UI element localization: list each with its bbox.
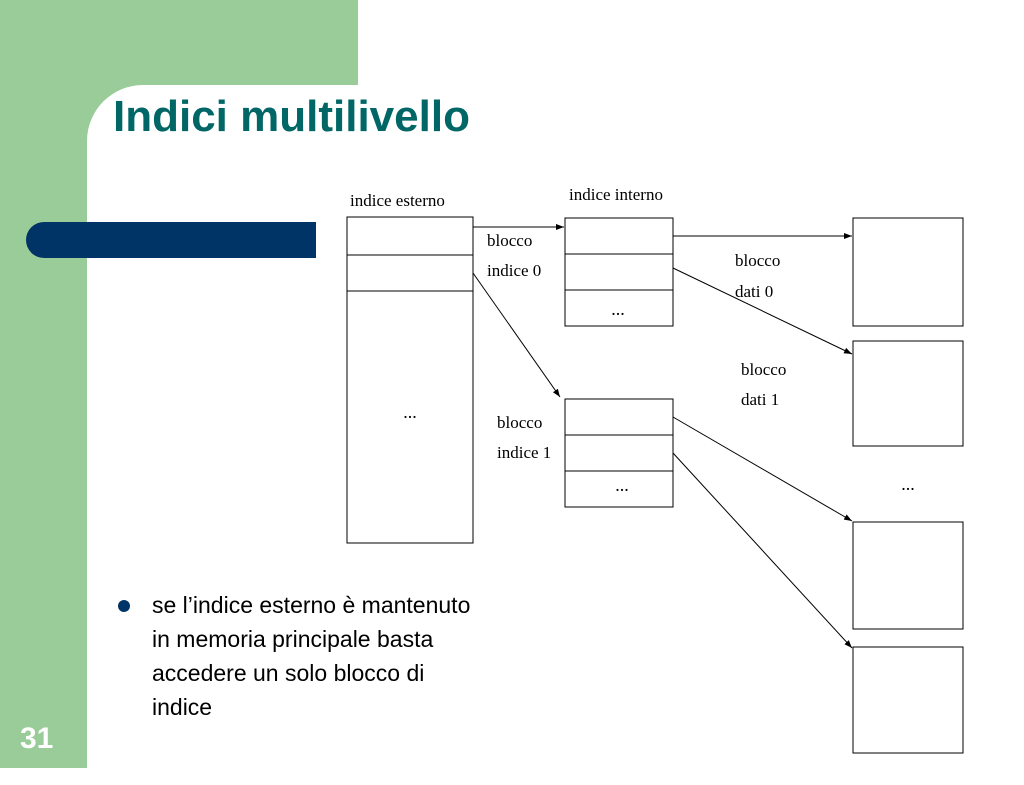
data-block-1-label-line2: dati 1	[741, 390, 779, 409]
outer-index: indice esterno ...	[346, 191, 474, 544]
index-block-1: ... blocco indice 1	[497, 398, 674, 508]
arrow-outer-to-index-1	[472, 272, 561, 398]
index-block-0-table	[564, 217, 674, 327]
data-block-2	[852, 521, 964, 630]
blue-accent-bar	[26, 222, 316, 258]
content-area	[87, 85, 1024, 785]
slide-title: Indici multilivello	[113, 92, 470, 141]
data-block-0-label-line1: blocco	[735, 251, 780, 270]
data-block-1	[852, 340, 964, 447]
data-block-0	[852, 217, 964, 327]
arrow-index-0-to-data-1	[672, 267, 853, 355]
bullet-text: se l’indice esterno è mantenuto in memor…	[152, 592, 471, 720]
index-block-0-label-line1: blocco	[487, 231, 532, 250]
index-block-0-label-line2: indice 0	[487, 261, 541, 280]
inner-index-label: indice interno	[569, 185, 663, 204]
pointer-arrows	[472, 224, 853, 649]
bullet-item: se l’indice esterno è mantenuto in memor…	[118, 588, 488, 724]
index-block-1-label-line1: blocco	[497, 413, 542, 432]
index-block-0: ... blocco indice 0	[487, 217, 674, 327]
index-block-0-ellipsis: ...	[611, 299, 625, 319]
slide-number: 31	[20, 722, 54, 755]
arrow-index-1-to-data-3	[672, 452, 853, 649]
data-blocks-ellipsis: ...	[901, 474, 915, 494]
outer-index-ellipsis: ...	[403, 402, 417, 422]
arrow-index-1-to-data-2	[672, 416, 853, 522]
multilevel-index-diagram: indice esterno ... indice interno ... bl…	[346, 185, 964, 754]
index-block-1-label-line2: indice 1	[497, 443, 551, 462]
outer-index-table	[346, 216, 474, 544]
index-block-1-ellipsis: ...	[615, 475, 629, 495]
data-block-0-label-line2: dati 0	[735, 282, 773, 301]
bullet-list: se l’indice esterno è mantenuto in memor…	[118, 588, 488, 724]
data-block-1-label-line1: blocco	[741, 360, 786, 379]
bullet-icon	[118, 600, 130, 612]
data-block-3	[852, 646, 964, 754]
outer-index-label: indice esterno	[350, 191, 445, 210]
